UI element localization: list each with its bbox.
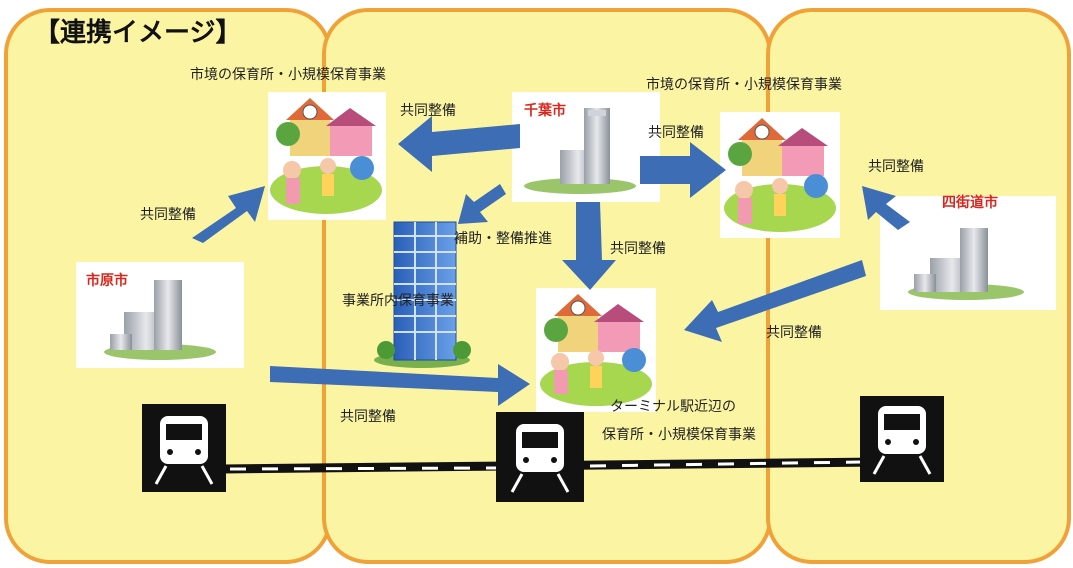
- arrow-ichihara-to-nursery-center: [270, 364, 530, 406]
- arrow-chiba-to-nursery-left: [398, 116, 520, 172]
- nursery-icon: [540, 294, 652, 406]
- arrow-yotsukaido-to-nursery-right: [862, 186, 910, 230]
- train-icon: [142, 404, 226, 492]
- arrow-chiba-to-nursery-center: [562, 202, 616, 290]
- support-label: 補助・整備推進: [454, 231, 552, 247]
- joint-label: 共同整備: [766, 325, 822, 341]
- terminal-label-line1: ターミナル駅近辺の: [610, 399, 736, 415]
- train-icon: [860, 396, 944, 482]
- chiba-label: 千葉市: [524, 103, 566, 119]
- office-tower-icon: [374, 221, 471, 368]
- joint-label: 共同整備: [140, 207, 196, 223]
- diagram-title: 【連携イメージ】: [34, 18, 242, 48]
- building-icon: [104, 280, 216, 360]
- nursery-left-label: 市境の保育所・小規模保育事業: [190, 67, 386, 83]
- joint-label: 共同整備: [648, 125, 704, 141]
- ichihara-label: 市原市: [86, 273, 128, 289]
- train-icon: [496, 412, 584, 502]
- yotsukaido-label: 四街道市: [942, 195, 998, 211]
- arrow-chiba-to-tower: [458, 184, 506, 224]
- arrow-ichihara-to-nursery-left: [192, 186, 265, 243]
- nursery-icon: [270, 98, 382, 214]
- building-icon: [908, 228, 1024, 300]
- arrow-chiba-to-nursery-right: [640, 142, 726, 198]
- arrow-yotsukaido-to-nursery-center: [684, 260, 866, 342]
- joint-label: 共同整備: [340, 409, 396, 425]
- nursery-icon: [724, 118, 836, 232]
- joint-label: 共同整備: [610, 241, 666, 257]
- terminal-label-line2: 保育所・小規模保育事業: [602, 427, 756, 443]
- nursery-right-label: 市境の保育所・小規模保育事業: [646, 77, 842, 93]
- building-icon: [524, 108, 636, 194]
- joint-label: 共同整備: [400, 103, 456, 119]
- joint-label: 共同整備: [868, 159, 924, 175]
- workplace-nursery-label: 事業所内保育事業: [342, 293, 454, 309]
- arrows: [192, 116, 910, 406]
